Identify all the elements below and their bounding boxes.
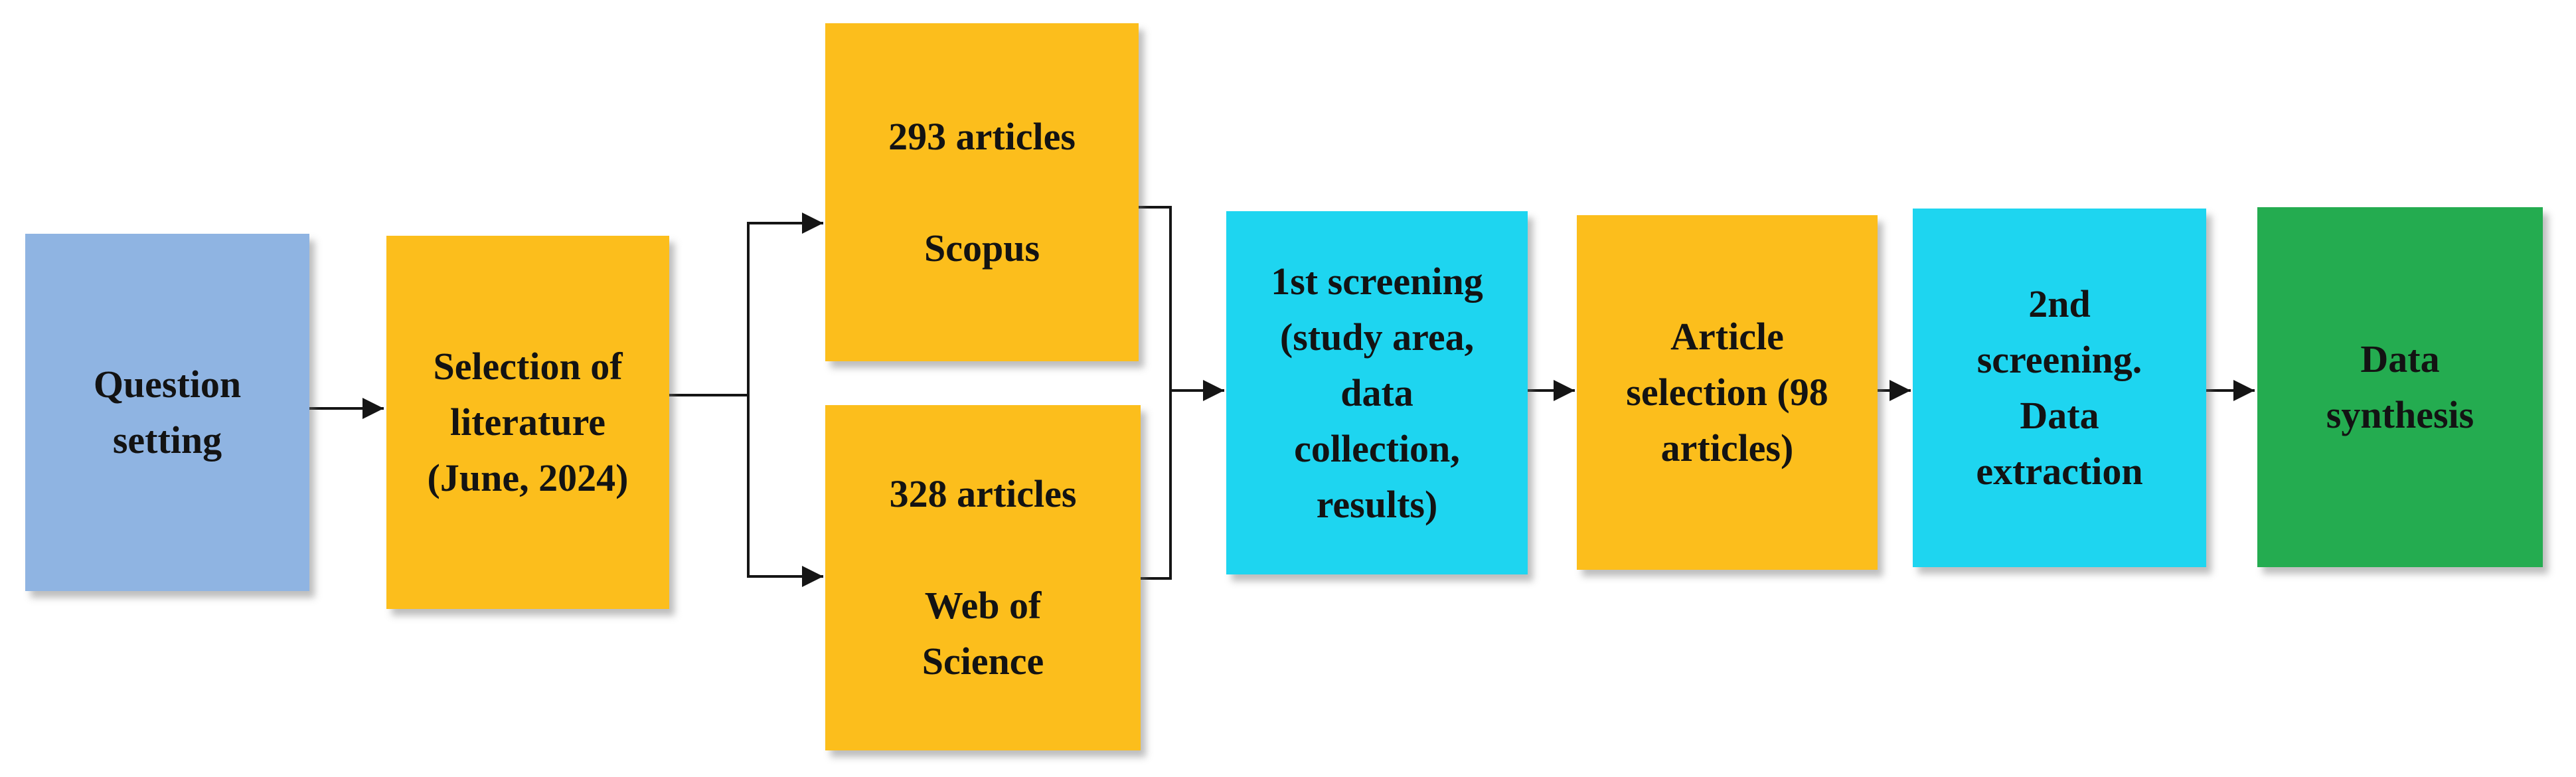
box-web-of-science-label: 328 articles Web of Science bbox=[889, 472, 1077, 683]
box-scopus-label: 293 articles Scopus bbox=[888, 114, 1076, 270]
box-web-of-science: 328 articles Web of Science bbox=[825, 405, 1141, 750]
box-question-setting-label: Question setting bbox=[93, 363, 242, 462]
box-data-synthesis-label: Data synthesis bbox=[2326, 337, 2474, 436]
box-first-screening-label: 1st screening (study area, data collecti… bbox=[1271, 259, 1483, 526]
box-second-screening-label: 2nd screening. Data extraction bbox=[1976, 282, 2143, 493]
line-merge-bracket bbox=[1139, 206, 1172, 580]
box-selection-of-literature: Selection of literature (June, 2024) bbox=[386, 236, 669, 609]
box-data-synthesis: Data synthesis bbox=[2257, 207, 2543, 567]
box-question-setting: Question setting bbox=[25, 234, 309, 591]
box-first-screening: 1st screening (study area, data collecti… bbox=[1226, 211, 1528, 574]
box-selection-of-literature-label: Selection of literature (June, 2024) bbox=[427, 345, 629, 499]
box-scopus: 293 articles Scopus bbox=[825, 23, 1139, 361]
box-second-screening: 2nd screening. Data extraction bbox=[1913, 209, 2206, 567]
box-article-selection: Article selection (98 articles) bbox=[1577, 215, 1878, 570]
box-article-selection-label: Article selection (98 articles) bbox=[1626, 315, 1828, 470]
